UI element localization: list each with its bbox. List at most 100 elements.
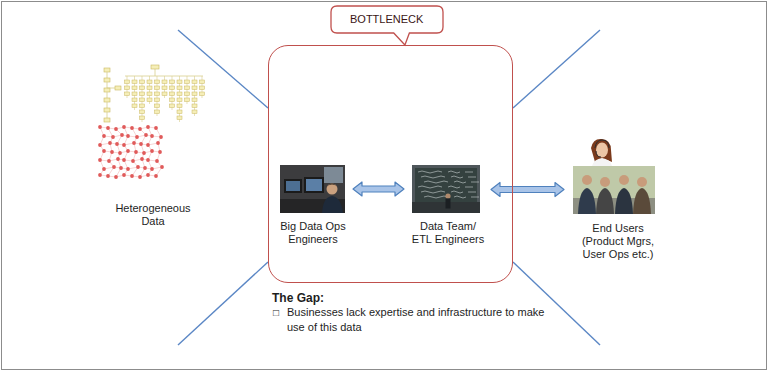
graph-box	[177, 110, 182, 114]
person-head	[327, 184, 338, 195]
perspective-line	[178, 262, 268, 345]
graph-box	[170, 98, 175, 102]
bottleneck-region: BOTTLENECKBig Data Ops EngineersData Tea…	[268, 45, 513, 283]
chalk-formula	[418, 186, 473, 188]
graph-box	[132, 104, 137, 108]
network-dot	[126, 167, 130, 171]
person-head	[619, 175, 629, 185]
person-hair	[327, 184, 338, 188]
graph-box	[162, 92, 167, 96]
network-dot	[131, 159, 135, 163]
graph-box	[192, 86, 197, 90]
network-dot	[112, 165, 116, 169]
graph-box	[125, 86, 130, 90]
network-dot	[122, 143, 126, 147]
network-dot	[119, 166, 123, 170]
person-head	[445, 193, 450, 198]
graph-box	[185, 98, 190, 102]
graph-box	[192, 92, 197, 96]
network-dot	[143, 166, 147, 170]
network-dot	[102, 134, 106, 138]
node-illustration	[565, 138, 670, 216]
person-body	[446, 199, 451, 209]
person-body	[578, 188, 596, 214]
graph-box	[140, 86, 145, 90]
graph-box	[132, 80, 137, 84]
graph-box	[200, 86, 205, 90]
network-dot	[114, 175, 118, 179]
graph-box	[147, 98, 152, 102]
monitor-screen	[286, 181, 300, 191]
node-caption: Big Data Ops Engineers	[275, 220, 351, 246]
network-dot	[98, 125, 102, 129]
graph-box	[185, 80, 190, 84]
callout-bubble: BOTTLENECK	[331, 6, 443, 33]
network-dot	[150, 149, 154, 153]
graph-box	[132, 98, 137, 102]
network-dot	[156, 141, 160, 145]
graph-box	[162, 80, 167, 84]
double-arrow	[491, 183, 564, 197]
person-head	[637, 177, 647, 187]
network-dot	[146, 125, 150, 129]
network-dot	[114, 127, 118, 131]
person-body	[633, 188, 651, 214]
graph-box	[104, 68, 110, 72]
network-dot	[122, 125, 126, 129]
network-dot	[118, 151, 122, 155]
node-caption: End Users (Product Mgrs, User Ops etc.)	[578, 222, 658, 261]
network-dot	[132, 141, 136, 145]
network-dot	[111, 135, 115, 139]
graph-box	[192, 104, 197, 108]
network-dot	[136, 165, 140, 169]
network-dot	[115, 142, 119, 146]
network-dot	[150, 134, 154, 138]
photo-background	[280, 165, 345, 213]
headset	[595, 140, 609, 148]
person-head	[600, 177, 610, 187]
graph-box	[147, 92, 152, 96]
perspective-line	[178, 30, 268, 108]
chalk-formula	[421, 176, 476, 178]
graph-edge	[107, 102, 108, 108]
callout-text: BOTTLENECK	[350, 6, 423, 33]
team-node: Data Team/ ETL Engineers	[405, 160, 490, 217]
graph-box	[177, 86, 182, 90]
graph-box	[170, 86, 175, 90]
network-dot	[102, 167, 106, 171]
graph-box	[125, 80, 130, 84]
graph-box	[155, 80, 160, 84]
graph-box	[140, 92, 145, 96]
person-body	[322, 196, 343, 213]
network-dot	[122, 173, 126, 177]
graph-box	[170, 80, 175, 84]
double-arrow	[353, 182, 404, 196]
node-illustration	[412, 165, 480, 213]
graph-box	[140, 116, 145, 120]
graph-box	[104, 78, 110, 82]
graph-box	[162, 86, 167, 90]
graph-box	[192, 80, 197, 84]
gap-heading: The Gap:	[272, 290, 392, 306]
network-dot	[146, 143, 150, 147]
graph-box	[140, 98, 145, 102]
network-dot	[144, 133, 148, 137]
graph-box	[177, 104, 182, 108]
monitor-screen	[306, 179, 322, 191]
graph-edge	[107, 82, 108, 88]
perspective-line	[513, 262, 600, 345]
network-dot	[138, 175, 142, 179]
person-body	[615, 188, 633, 214]
graph-box	[155, 86, 160, 90]
node-caption: Data Team/ ETL Engineers	[410, 220, 486, 246]
graph-box	[200, 80, 205, 84]
graph-box	[170, 104, 175, 108]
graph-box	[177, 92, 182, 96]
network-dot	[98, 143, 102, 147]
graph-box	[115, 86, 121, 90]
graph-box	[104, 108, 110, 112]
network-dot	[116, 157, 120, 161]
network-dot	[154, 126, 158, 130]
